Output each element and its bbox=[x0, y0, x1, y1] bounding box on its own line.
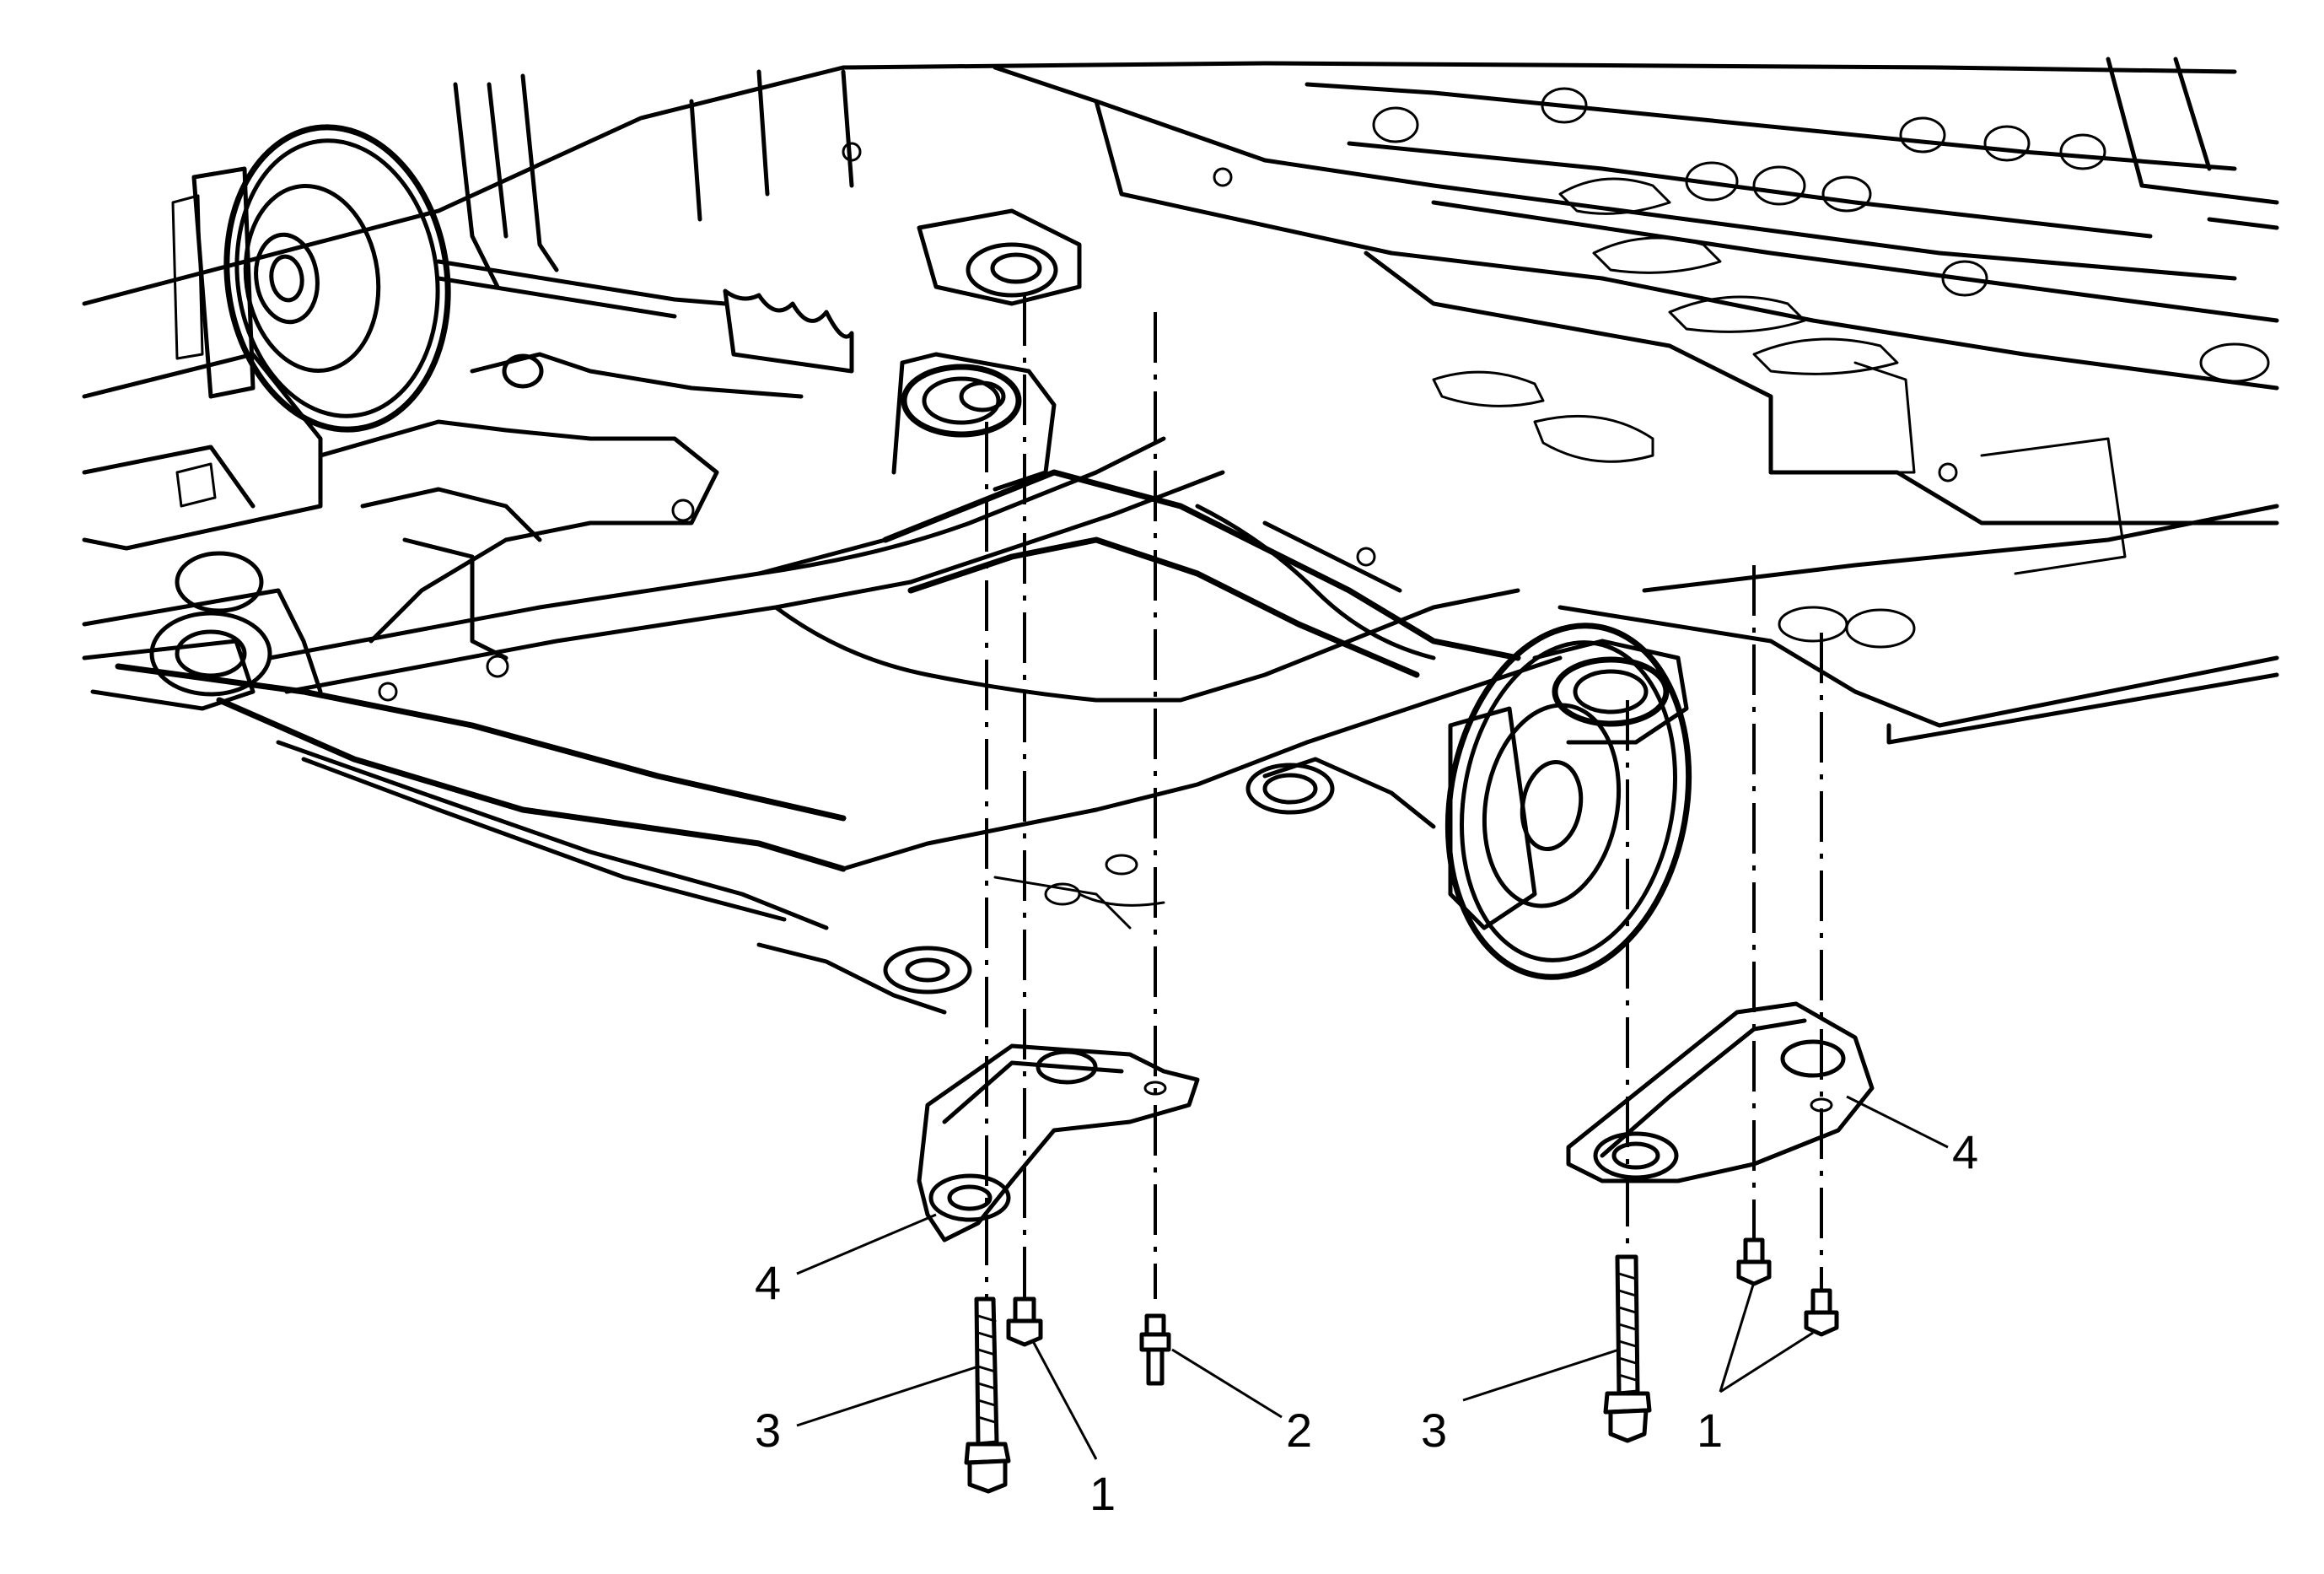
callout-1-right: 1 bbox=[1697, 1404, 1723, 1457]
bolt-long-right bbox=[1603, 1254, 1652, 1443]
callout-4-right: 4 bbox=[1952, 1125, 1978, 1178]
bracket-left bbox=[917, 1043, 1200, 1242]
bolt-long-left bbox=[964, 1296, 1011, 1494]
vehicle-underbody bbox=[82, 57, 2279, 1015]
callout-1-left: 1 bbox=[1089, 1467, 1116, 1520]
callout-2: 2 bbox=[1286, 1404, 1312, 1457]
alignment-lines bbox=[985, 295, 1823, 1316]
bracket-right bbox=[1566, 1001, 1875, 1183]
callout-leaders bbox=[796, 1095, 1949, 1460]
callout-4-left: 4 bbox=[755, 1256, 781, 1309]
bolt-short-right-1b bbox=[1804, 1288, 1839, 1337]
bolt-2 bbox=[1139, 1313, 1171, 1386]
bolt-short-left-1 bbox=[1006, 1296, 1043, 1347]
callout-3-left: 3 bbox=[755, 1404, 781, 1457]
bolt-short-right-1a bbox=[1736, 1237, 1772, 1286]
callout-3-right: 3 bbox=[1421, 1404, 1447, 1457]
